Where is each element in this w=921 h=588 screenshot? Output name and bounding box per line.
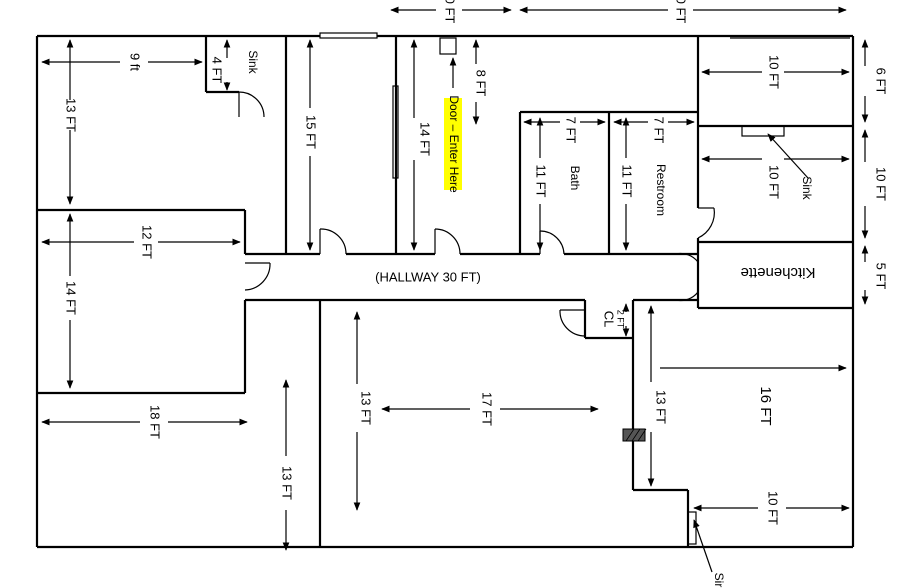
bath-height-label: 11 FT	[534, 165, 549, 198]
room-g-height-label: 13 FT	[654, 390, 669, 424]
room-g-width-label: 16 FT	[757, 386, 774, 425]
room-h-width-label: 10 FT	[766, 491, 781, 525]
closet-label: CL	[602, 311, 617, 328]
dimension-lines	[41, 6, 869, 573]
room-a-width-label: 9 ft	[128, 53, 143, 71]
kitchenette-label: Kitchenette	[740, 264, 815, 281]
room-d-height-label: 14 FT	[64, 281, 79, 315]
room-f-width-label: 17 FT	[480, 392, 495, 426]
restroom-name-label: Restroom	[654, 164, 668, 216]
top-left-dim-label: 0 FT	[443, 0, 458, 23]
bath-width-label: 7 FT	[564, 117, 579, 144]
office-ne1-width-label: 10 FT	[767, 55, 782, 89]
office-ne2-width-label: 10 FT	[767, 165, 782, 199]
closet-depth-label: 2 FT	[616, 310, 626, 329]
room-e-height-label: 13 FT	[280, 466, 295, 500]
bath-name-label: Bath	[568, 166, 582, 191]
entry-note-label: Door – Enter Here	[447, 95, 461, 193]
room-a-height-label: 13 FT	[64, 98, 79, 132]
room-f-height-label: 13 FT	[359, 391, 374, 425]
restroom-width-label: 7 FT	[652, 117, 667, 144]
top-right-dim-label: 0 FT	[674, 0, 689, 23]
sink-top-label: Sink	[246, 50, 260, 74]
entry-offset-label: 8 FT	[474, 70, 489, 97]
room-d-width-label: 12 FT	[140, 225, 155, 259]
walls	[35, 32, 855, 549]
entry-highlight	[444, 98, 462, 190]
office-ne2-depth-label: 10 FT	[874, 167, 889, 201]
room-b-height-label: 15 FT	[304, 115, 319, 149]
doors	[238, 37, 715, 337]
office-ne1-depth-label: 6 FT	[874, 68, 889, 95]
room-e-width-label: 18 FT	[148, 405, 163, 439]
sink-bottom-label: Sir	[712, 573, 726, 588]
room-c-height-label: 14 FT	[418, 122, 433, 156]
sink-room-width-label: 4 FT	[210, 57, 225, 84]
sink-right-label: Sink	[800, 176, 814, 200]
kitchenette-depth-label: 5 FT	[874, 263, 889, 290]
labels: 0 FT 0 FT 9 ft 4 FT Sink 13 FT 15 FT 14 …	[64, 0, 889, 587]
restroom-height-label: 11 FT	[620, 165, 635, 198]
hallway-label: (HALLWAY 30 FT)	[375, 269, 481, 284]
